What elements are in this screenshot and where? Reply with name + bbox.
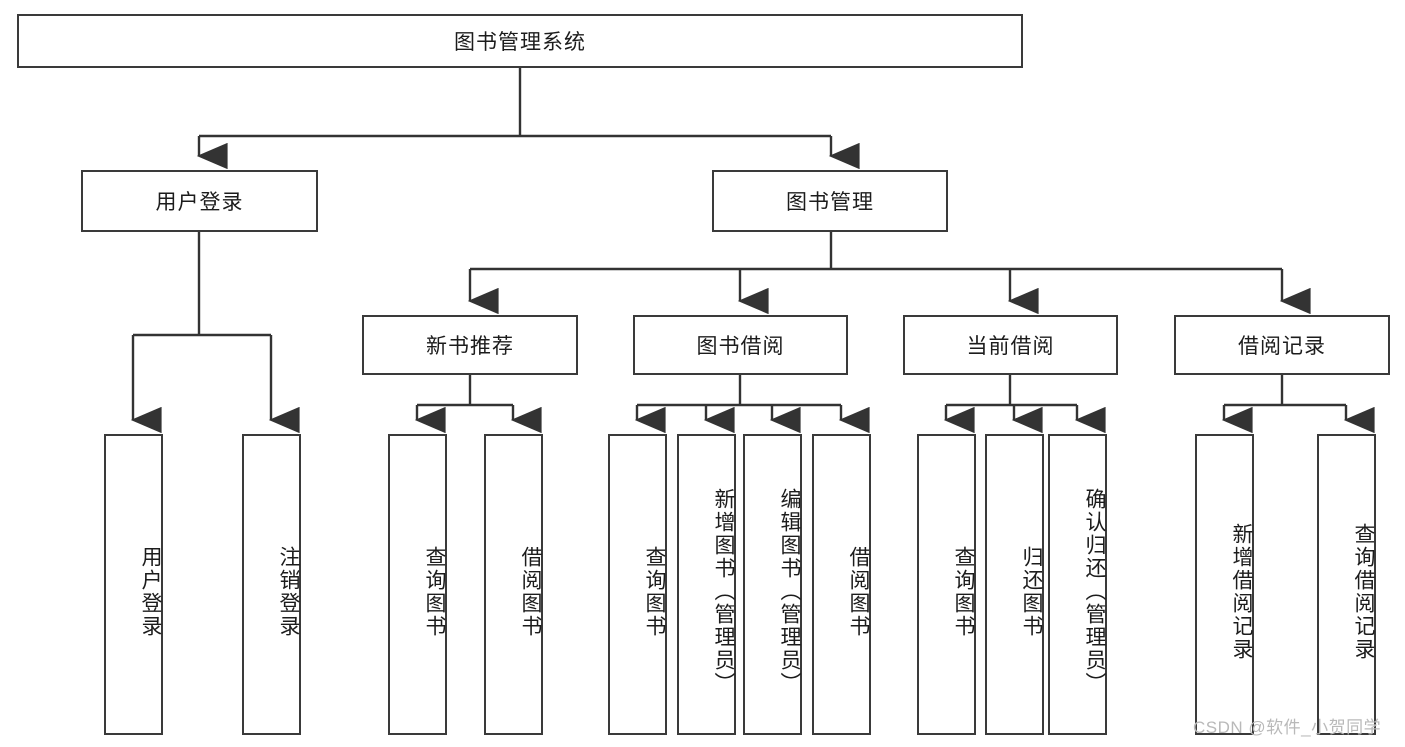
leaf-nb-borrow-book-label: 借阅图书 (519, 545, 542, 638)
node-book-management[interactable]: 图书管理 (712, 170, 948, 232)
leaf-user-login[interactable]: 用户登录 (104, 434, 163, 735)
leaf-bb-query-book-label: 查询图书 (643, 545, 666, 638)
leaf-br-add-record[interactable]: 新增借阅记录 (1195, 434, 1254, 735)
leaf-nb-borrow-book[interactable]: 借阅图书 (484, 434, 543, 735)
leaf-br-query-record-label: 查询借阅记录 (1352, 522, 1375, 661)
node-new-book-recommend-label: 新书推荐 (426, 335, 514, 358)
leaf-cb-query-book-label: 查询图书 (952, 545, 975, 638)
node-current-borrow-label: 当前借阅 (966, 335, 1055, 358)
leaf-cb-confirm-return[interactable]: 确认归还（管理员） (1048, 434, 1107, 735)
node-book-management-label: 图书管理 (786, 191, 874, 214)
leaf-cb-return-book[interactable]: 归还图书 (985, 434, 1044, 735)
node-root-label: 图书管理系统 (454, 31, 586, 54)
leaf-bb-add-book-label: 新增图书（管理员） (712, 488, 735, 695)
node-borrow-record-label: 借阅记录 (1238, 335, 1326, 358)
leaf-cb-confirm-return-label: 确认归还（管理员） (1083, 488, 1106, 695)
node-root[interactable]: 图书管理系统 (17, 14, 1023, 68)
leaf-cb-query-book[interactable]: 查询图书 (917, 434, 976, 735)
leaf-bb-edit-book-label: 编辑图书（管理员） (778, 488, 801, 695)
watermark: CSDN @软件_小贺同学 (1193, 718, 1382, 737)
node-book-borrow[interactable]: 图书借阅 (633, 315, 848, 375)
leaf-user-login-label: 用户登录 (139, 545, 162, 638)
leaf-bb-edit-book[interactable]: 编辑图书（管理员） (743, 434, 802, 735)
leaf-cb-return-book-label: 归还图书 (1020, 545, 1043, 638)
leaf-nb-query-book[interactable]: 查询图书 (388, 434, 447, 735)
node-new-book-recommend[interactable]: 新书推荐 (362, 315, 578, 375)
leaf-br-query-record[interactable]: 查询借阅记录 (1317, 434, 1376, 735)
leaf-nb-query-book-label: 查询图书 (423, 545, 446, 638)
leaf-logout[interactable]: 注销登录 (242, 434, 301, 735)
leaf-logout-label: 注销登录 (277, 545, 300, 638)
node-borrow-record[interactable]: 借阅记录 (1174, 315, 1390, 375)
leaf-bb-query-book[interactable]: 查询图书 (608, 434, 667, 735)
leaf-br-add-record-label: 新增借阅记录 (1230, 522, 1253, 661)
node-user-login-label: 用户登录 (155, 191, 244, 214)
node-user-login[interactable]: 用户登录 (81, 170, 318, 232)
node-book-borrow-label: 图书借阅 (696, 335, 785, 358)
leaf-bb-add-book[interactable]: 新增图书（管理员） (677, 434, 736, 735)
node-current-borrow[interactable]: 当前借阅 (903, 315, 1118, 375)
leaf-bb-borrow-book[interactable]: 借阅图书 (812, 434, 871, 735)
leaf-bb-borrow-book-label: 借阅图书 (847, 545, 870, 638)
